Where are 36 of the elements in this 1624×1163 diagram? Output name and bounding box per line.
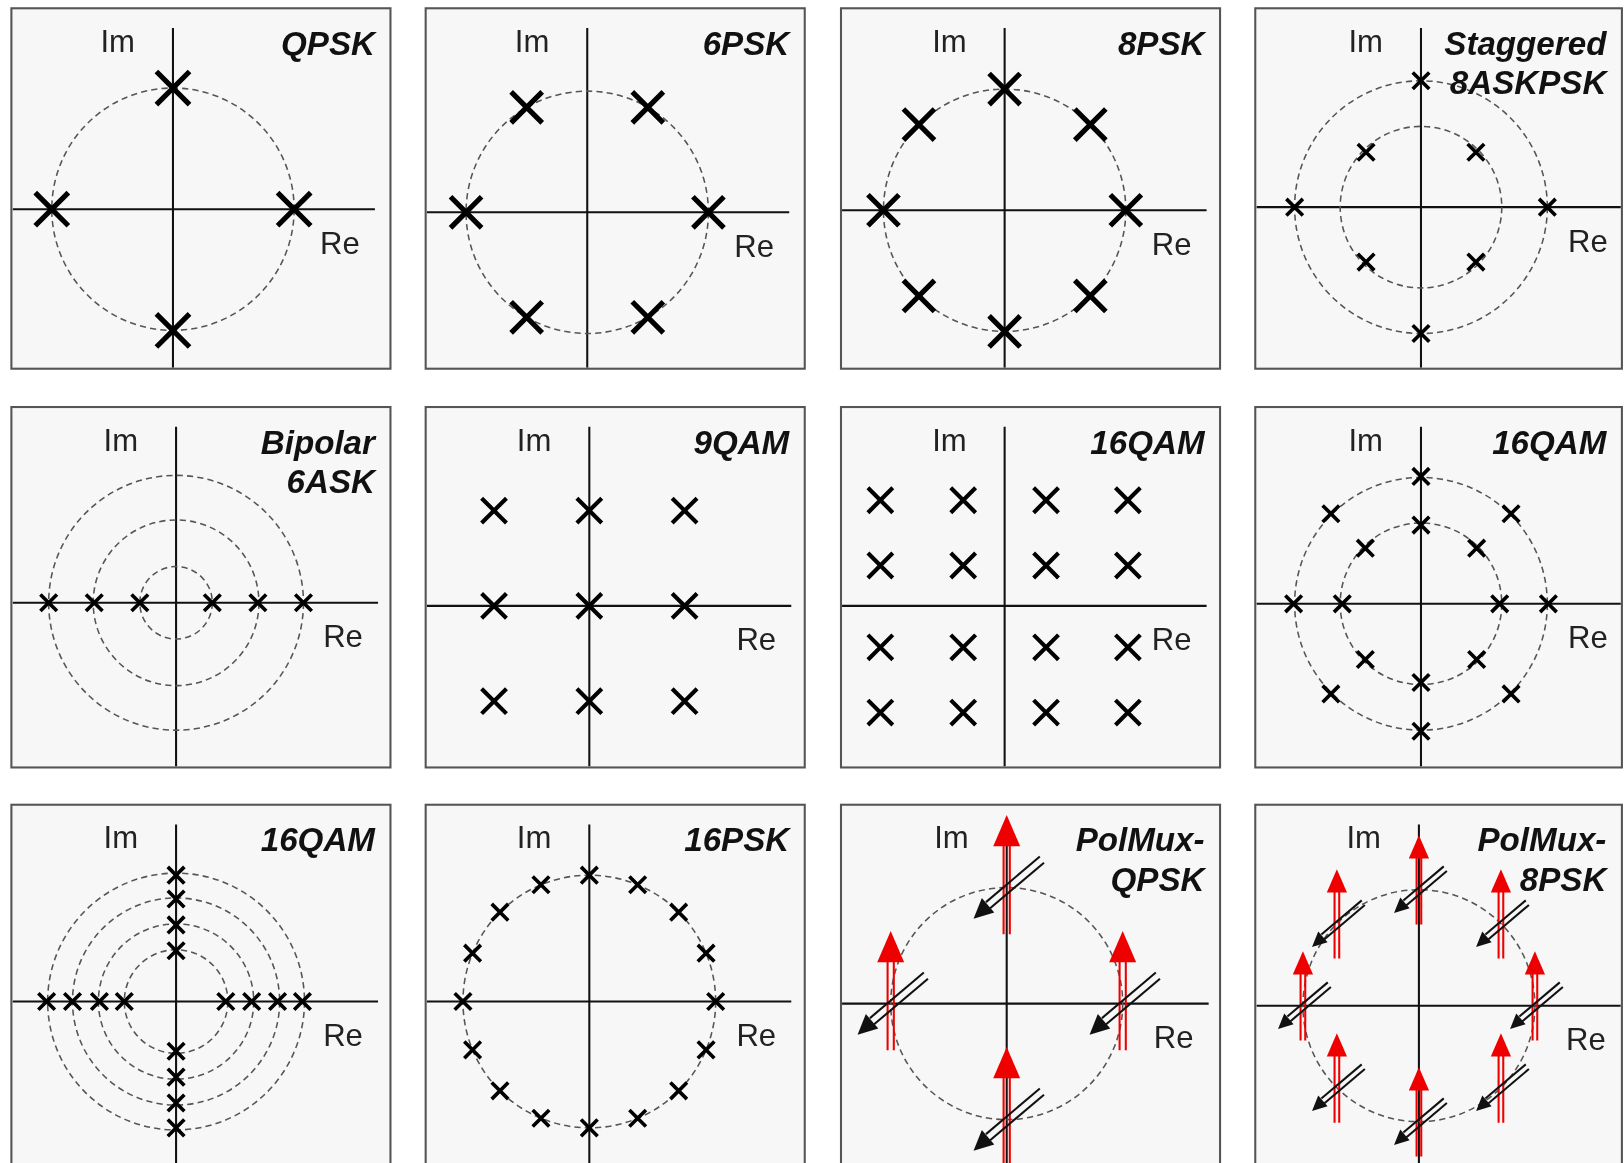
real-axis-label: Re xyxy=(1568,622,1608,654)
real-axis-label: Re xyxy=(736,1020,777,1052)
imaginary-axis-label: Im xyxy=(103,424,139,456)
panel-title: 8PSK xyxy=(1116,23,1205,64)
real-axis-label: Re xyxy=(1151,624,1192,656)
imaginary-axis-label: Im xyxy=(1348,424,1383,456)
real-axis-label: Re xyxy=(320,227,360,259)
real-axis-label: Re xyxy=(1566,1024,1606,1056)
imaginary-axis-label: Im xyxy=(514,25,550,57)
imaginary-axis-label: Im xyxy=(932,424,967,456)
panel-title: QPSK xyxy=(280,23,375,64)
real-axis-label: Re xyxy=(323,621,363,653)
imaginary-axis-label: Im xyxy=(1346,822,1381,854)
panel-title: 6PSK xyxy=(701,23,790,64)
panel-title: PolMux- 8PSK xyxy=(1476,820,1607,900)
panel-title: Staggered 8ASKPSK xyxy=(1443,23,1607,104)
imaginary-axis-label: Im xyxy=(1348,25,1383,57)
panel-title: 16QAM xyxy=(1089,422,1205,463)
imaginary-axis-label: Im xyxy=(103,822,139,854)
imaginary-axis-label: Im xyxy=(932,25,967,57)
panel-title: Bipolar 6ASK xyxy=(259,422,375,503)
imaginary-axis-label: Im xyxy=(934,822,969,854)
real-axis-label: Re xyxy=(1153,1022,1194,1054)
imaginary-axis-label: Im xyxy=(516,822,552,854)
panel-title: PolMux- QPSK xyxy=(1074,820,1205,900)
real-axis-label: Re xyxy=(734,230,775,263)
real-axis-label: Re xyxy=(323,1020,363,1052)
panel-title: 16QAM xyxy=(1491,422,1607,463)
real-axis-label: Re xyxy=(1568,225,1608,257)
imaginary-axis-label: Im xyxy=(100,25,135,57)
panel-title: 16QAM xyxy=(259,820,375,861)
panel-title: 16PSK xyxy=(683,820,790,861)
real-axis-label: Re xyxy=(736,624,777,656)
panel-title: 9QAM xyxy=(692,422,790,463)
real-axis-label: Re xyxy=(1151,228,1192,260)
imaginary-axis-label: Im xyxy=(516,424,552,456)
